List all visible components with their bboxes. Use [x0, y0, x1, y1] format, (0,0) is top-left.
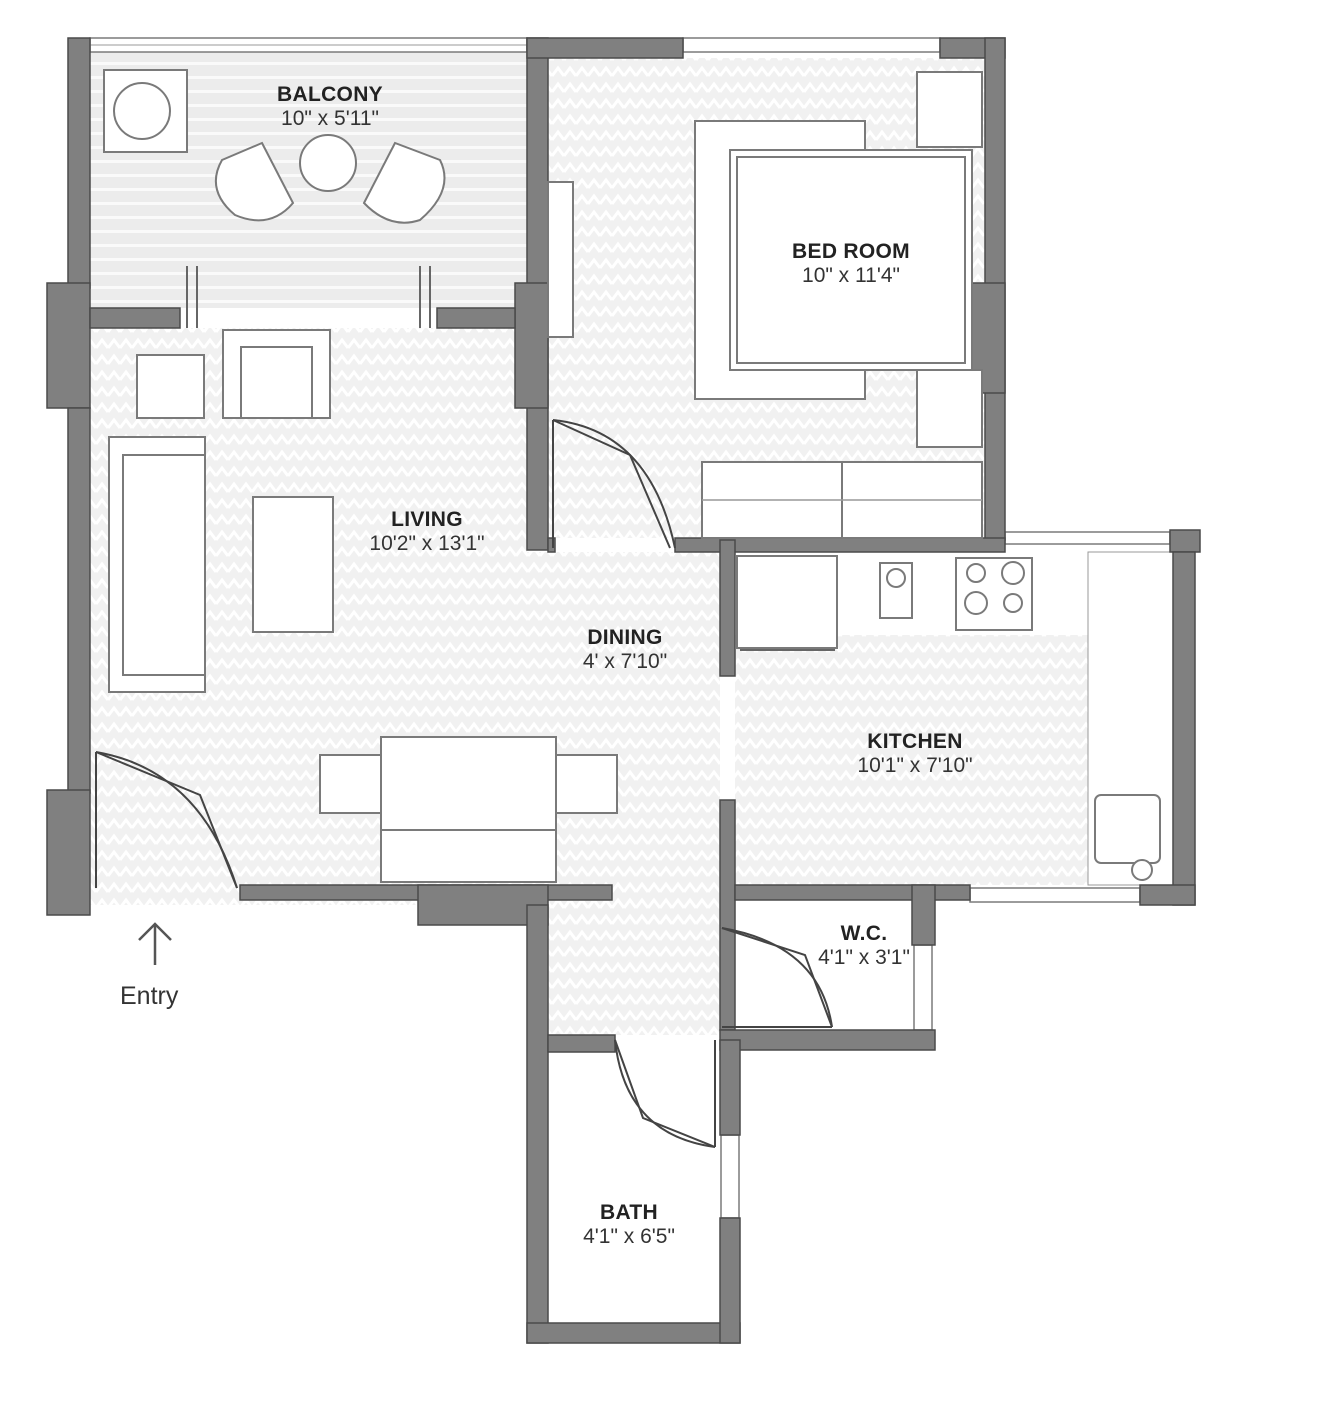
room-dimensions: 4' x 7'10" [582, 650, 668, 673]
kitchen-top-window [1004, 531, 1171, 545]
wardrobe-side-icon [547, 181, 574, 338]
balcony-table-icon [299, 134, 357, 192]
balcony-chair-icon [214, 141, 295, 222]
sofa-icon [108, 436, 206, 693]
room-label-wc: W.C.4'1" x 3'1" [818, 922, 910, 970]
room-name: LIVING [391, 508, 463, 531]
nightstand-icon [916, 369, 983, 448]
coffee-table-icon [252, 496, 334, 633]
bedroom-window [682, 37, 941, 53]
room-dimensions: 10" x 11'4" [802, 264, 900, 287]
refrigerator-icon [736, 555, 838, 651]
room-dimensions: 4'1" x 3'1" [818, 946, 910, 969]
wardrobe-icon [701, 461, 983, 539]
room-name: W.C. [840, 922, 888, 945]
bath-window [720, 1134, 740, 1219]
balcony-chair-icon [362, 141, 446, 224]
walls [46, 37, 1201, 1344]
balcony-door-icon [186, 266, 431, 328]
side-table-icon [136, 354, 205, 419]
bedroom-door-icon [552, 419, 676, 549]
room-dimensions: 10" x 5'11" [281, 107, 379, 130]
bed-icon [694, 120, 973, 400]
entry-arrow-icon [138, 922, 172, 965]
entry-door-icon [95, 751, 238, 889]
room-name: BED ROOM [792, 240, 910, 263]
washbasin-icon [1094, 794, 1161, 881]
kitchen-sink-icon [879, 562, 913, 619]
room-name: DINING [587, 626, 663, 649]
room-name: BALCONY [277, 83, 383, 106]
room-dimensions: 4'1" x 6'5" [583, 1225, 675, 1248]
bath-door-icon [614, 1039, 716, 1148]
nightstand-icon [916, 71, 983, 148]
dining-table-icon [319, 736, 618, 883]
room-name: KITCHEN [867, 730, 963, 753]
washing-machine-icon [103, 69, 188, 153]
kitchen-bottom-window [969, 887, 1141, 903]
room-dimensions: 10'2" x 13'1" [369, 532, 485, 555]
kitchen-floor [735, 635, 1088, 885]
living-dining-floor [90, 328, 720, 1035]
entry-label: Entry [120, 982, 179, 1010]
wc-window [913, 944, 933, 1031]
wc-door-icon [721, 927, 833, 1028]
room-name: BATH [600, 1201, 658, 1224]
stove-icon [955, 557, 1033, 631]
room-dimensions: 10'1" x 7'10" [857, 754, 973, 777]
armchair-icon [222, 329, 331, 419]
